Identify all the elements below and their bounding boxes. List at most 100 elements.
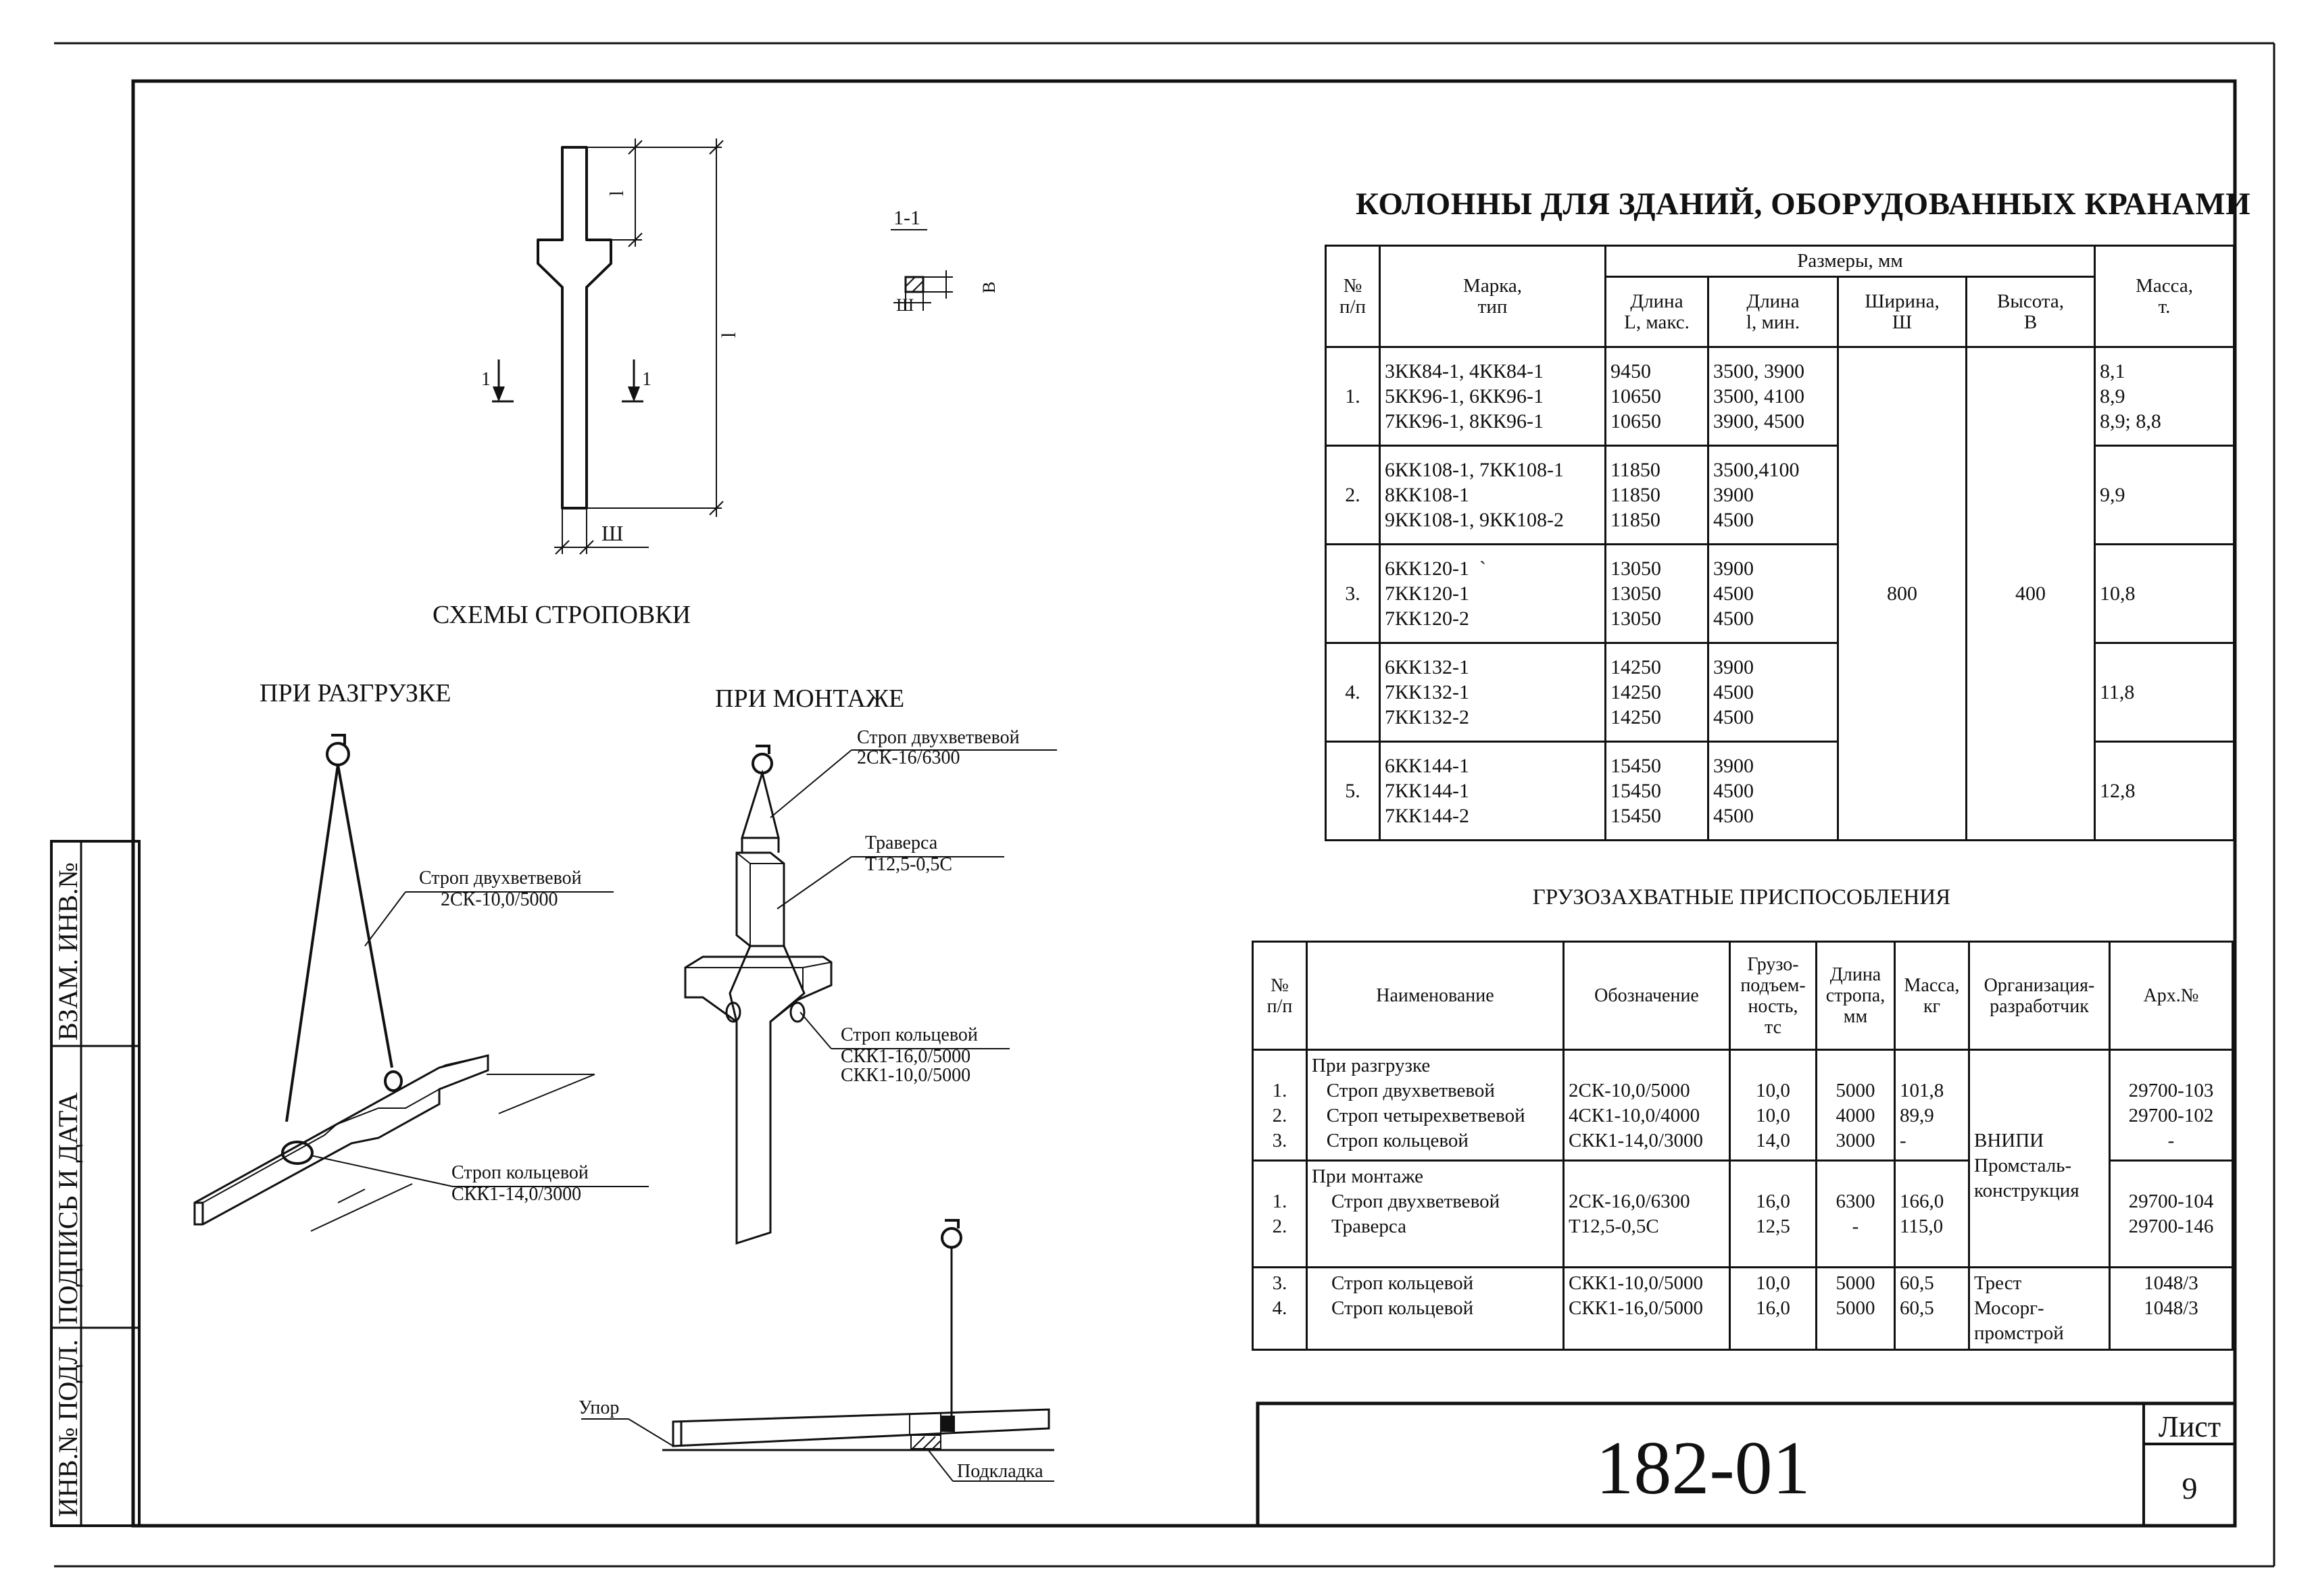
dev-designation: СКК1-10,0/5000 СКК1-16,0/5000: [1562, 1266, 1731, 1351]
col-header-length-max: Длина L, макс.: [1604, 276, 1709, 348]
col-header-width: Ширина, Ш: [1837, 276, 1967, 348]
col-header-length-min: Длина l, мин.: [1707, 276, 1839, 348]
row-num: 5.: [1325, 741, 1381, 841]
col-header-height: Высота, B: [1965, 276, 2096, 348]
dev-arch: 29700-103 29700-102 -: [2109, 1049, 2234, 1162]
row-marks: 6КК120-1 ` 7КК120-1 7КК120-2: [1379, 543, 1606, 644]
pad-label: Подкладка: [957, 1461, 1043, 1482]
dev-header-capacity: Грузо- подъем- ность, тс: [1729, 941, 1817, 1051]
dev-header-name: Наименование: [1306, 941, 1565, 1051]
sheet-code: 182-01: [1596, 1426, 1810, 1510]
mounting-scheme: [684, 745, 1057, 1245]
sling-unload-code: 2СК-10,0/5000: [441, 889, 558, 910]
mounting-title: ПРИ МОНТАЖЕ: [715, 684, 905, 713]
sling-unload-name: Строп двухветвевой: [419, 868, 582, 889]
dev-capacity: 10,0 16,0: [1729, 1266, 1817, 1351]
dev-name: При разгрузке Строп двухветвевой Строп ч…: [1306, 1049, 1565, 1162]
row-length-max: 9450 10650 10650: [1604, 346, 1709, 447]
section-label: 1-1: [893, 207, 920, 229]
table-row: 1. 3КК84-1, 4КК84-1 5КК96-1, 6КК96-1 7КК…: [1325, 346, 2236, 841]
row-length-min: 3900 4500 4500: [1707, 543, 1839, 644]
section-width-label: Ш: [896, 295, 914, 315]
col-header-sizes: Размеры, мм: [1604, 245, 2096, 278]
dev-header-num: № п/п: [1252, 941, 1308, 1051]
row-length-min: 3900 4500 4500: [1707, 642, 1839, 743]
table-row: 5. 6КК144-1 7КК144-1 7КК144-2 15450 1545…: [1325, 741, 2236, 841]
devices-table: № п/п Наименование Обозначение Грузо- по…: [1252, 941, 2234, 1351]
side-stamp-podpis: ПОДПИСЬ И ДАТА: [53, 1093, 83, 1324]
dev-sling-length: 5000 4000 3000: [1815, 1049, 1896, 1162]
dev-arch: 29700-104 29700-146: [2109, 1159, 2234, 1268]
row-length-max: 13050 13050 13050: [1604, 543, 1709, 644]
table-row: 2. 6КК108-1, 7КК108-1 8КК108-1 9КК108-1,…: [1325, 445, 2236, 545]
dev-mass: 166,0 115,0: [1894, 1159, 1970, 1268]
unloading-scheme: [193, 734, 649, 1232]
dev-name: Строп кольцевой Строп кольцевой: [1306, 1266, 1565, 1351]
dev-num: 1. 2.: [1252, 1159, 1308, 1268]
dev-name: При монтаже Строп двухветвевой Траверса: [1306, 1159, 1565, 1268]
dev-arch: 1048/3 1048/3: [2109, 1266, 2234, 1351]
dev-sling-length: 5000 5000: [1815, 1266, 1896, 1351]
row-length-max: 11850 11850 11850: [1604, 445, 1709, 545]
sling-mount-name: Строп двухветвевой: [857, 727, 1020, 748]
unloading-title: ПРИ РАЗГРУЗКЕ: [260, 679, 451, 707]
row-num: 3.: [1325, 543, 1381, 644]
stop-label: Упор: [578, 1397, 619, 1418]
ring-mount-name: Строп кольцевой: [841, 1024, 978, 1045]
dev-capacity: 16,0 12,5: [1729, 1159, 1817, 1268]
dev-header-designation: Обозначение: [1562, 941, 1731, 1051]
devices-table-title: ГРУЗОЗАХВАТНЫЕ ПРИСПОСОБЛЕНИЯ: [1532, 885, 1951, 909]
dev-num: 3. 4.: [1252, 1266, 1308, 1351]
row-mass: 9,9: [2094, 445, 2236, 545]
row-mass: 8,1 8,9 8,9; 8,8: [2094, 346, 2236, 447]
row-length-max: 14250 14250 14250: [1604, 642, 1709, 743]
traverse-code: Т12,5-0,5С: [865, 854, 952, 875]
dim-l-label: l: [607, 191, 628, 196]
columns-table: № п/п Марка, тип Размеры, мм Масса, т. Д…: [1325, 245, 2236, 841]
row-marks: 3КК84-1, 4КК84-1 5КК96-1, 6КК96-1 7КК96-…: [1379, 346, 1606, 447]
dev-sling-length: 6300 -: [1815, 1159, 1896, 1268]
row-marks: 6КК132-1 7КК132-1 7КК132-2: [1379, 642, 1606, 743]
dev-header-org: Организация- разработчик: [1968, 941, 2111, 1051]
dev-designation: 2СК-10,0/5000 4СК1-10,0/4000 СКК1-14,0/3…: [1562, 1049, 1731, 1162]
dev-org: Трест Мосорг- промстрой: [1968, 1266, 2111, 1351]
ring-mount-code-2: СКК1-10,0/5000: [841, 1065, 970, 1086]
ring-unload-code: СКК1-14,0/3000: [451, 1184, 581, 1205]
cut-mark-right: 1: [642, 369, 651, 390]
table-row: 3. 6КК120-1 ` 7КК120-1 7КК120-2 13050 13…: [1325, 543, 2236, 644]
dev-header-arch: Арх.№: [2109, 941, 2234, 1051]
column-elevation: [492, 139, 724, 555]
row-mass: 11,8: [2094, 642, 2236, 743]
dev-num: 1. 2. 3.: [1252, 1049, 1308, 1162]
width-value: 800: [1837, 346, 1967, 841]
table-row: 1. 2. При монтаже Строп двухветвевой Тра…: [1252, 1159, 2234, 1268]
table-row: 1. 2. 3. При разгрузке Строп двухветвево…: [1252, 1049, 2234, 1268]
dev-org-vnipi: ВНИПИ Промсталь- конструкция: [1968, 1049, 2111, 1268]
support-scheme: [581, 1219, 1054, 1482]
col-header-mark: Марка, тип: [1379, 245, 1606, 348]
row-length-min: 3500, 3900 3500, 4100 3900, 4500: [1707, 346, 1839, 447]
section-height-label: B: [979, 282, 999, 293]
dev-capacity: 10,0 10,0 14,0: [1729, 1049, 1817, 1162]
dev-designation: 2СК-16,0/6300 Т12,5-0,5С: [1562, 1159, 1731, 1268]
ring-mount-code-1: СКК1-16,0/5000: [841, 1046, 970, 1067]
row-mass: 10,8: [2094, 543, 2236, 644]
section-1-1: [891, 229, 953, 311]
row-length-min: 3500,4100 3900 4500: [1707, 445, 1839, 545]
height-value: 400: [1965, 346, 2096, 841]
side-stamp-inv-podl: ИНВ.№ ПОДЛ.: [53, 1339, 83, 1517]
dim-width-label: Ш: [601, 521, 623, 545]
ring-unload-name: Строп кольцевой: [451, 1162, 589, 1183]
row-num: 1.: [1325, 346, 1381, 447]
side-stamp-vzam: ВЗАМ. ИНВ.№: [53, 862, 83, 1041]
cut-mark-left: 1: [481, 369, 491, 390]
traverse-name: Траверса: [865, 832, 938, 853]
sling-mount-code: 2СК-16/6300: [857, 747, 960, 768]
columns-table-title: КОЛОННЫ ДЛЯ ЗДАНИЙ, ОБОРУДОВАННЫХ КРАНАМ…: [1356, 186, 2251, 222]
dev-header-mass: Масса, кг: [1894, 941, 1970, 1051]
sheet-number: 9: [2182, 1471, 2198, 1505]
table-row: 4. 6КК132-1 7КК132-1 7КК132-2 14250 1425…: [1325, 642, 2236, 743]
row-mass: 12,8: [2094, 741, 2236, 841]
